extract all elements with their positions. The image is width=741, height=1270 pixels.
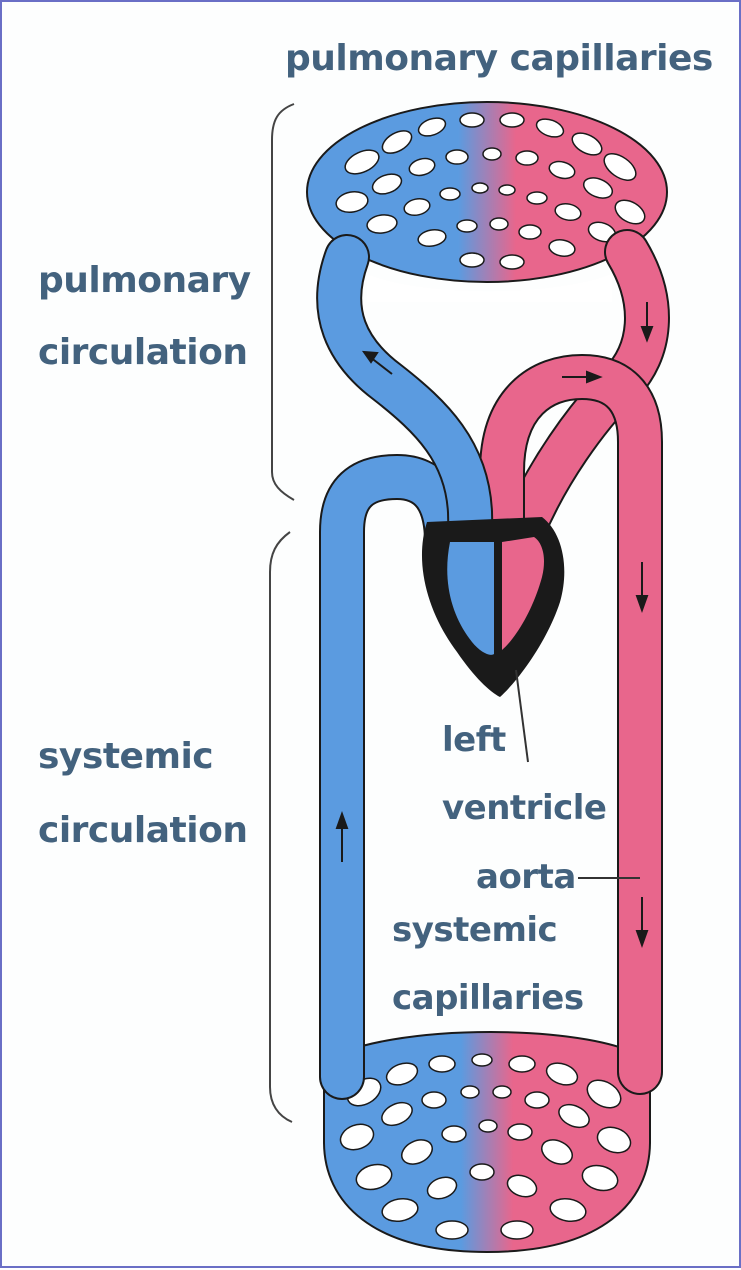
- systemic-capillaries-label-line1: systemic: [392, 910, 557, 950]
- pulmonary-capillaries-label: pulmonary capillaries: [285, 38, 713, 79]
- pulmonary-bracket: [272, 104, 294, 500]
- heart: [422, 517, 564, 697]
- pulmonary-circulation-label-line2: circulation: [38, 332, 247, 373]
- left-ventricle-label-line2: ventricle: [442, 788, 606, 828]
- pulmonary-circulation-label-line1: pulmonary: [38, 260, 251, 301]
- systemic-bracket: [270, 532, 292, 1122]
- systemic-circulation-label-line1: systemic: [38, 736, 213, 777]
- left-ventricle-leader: [516, 670, 528, 762]
- systemic-capillary-bed: [324, 1032, 650, 1252]
- aorta-label: aorta: [476, 857, 576, 897]
- deoxygenated-vessels: [339, 257, 472, 1077]
- systemic-capillaries-label-line2: capillaries: [392, 978, 584, 1018]
- systemic-circulation-label-line2: circulation: [38, 810, 247, 851]
- left-ventricle-label-line1: left: [442, 720, 506, 760]
